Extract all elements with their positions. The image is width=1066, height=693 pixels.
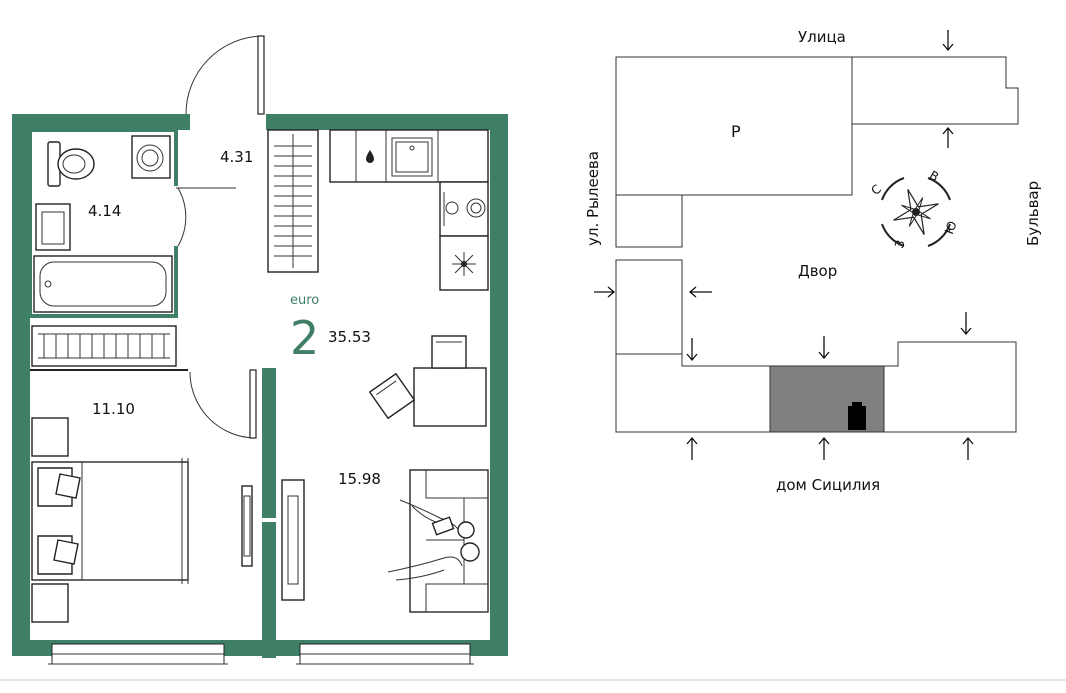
room-area-living: 15.98 (338, 470, 381, 488)
apartment-total-area: 35.53 (328, 328, 371, 346)
arrow-down-icon (942, 30, 954, 52)
sofa-icon (409, 469, 489, 613)
room-area-hall: 4.31 (220, 148, 253, 166)
apartment-type-label: euro (290, 293, 319, 308)
wall-left (12, 114, 30, 656)
arrow-down-icon (686, 338, 698, 362)
wardrobe-icon (267, 129, 319, 273)
window-bedroom (48, 643, 228, 665)
arrow-up-icon (818, 436, 830, 460)
tv-icon (281, 479, 305, 601)
parking-block (615, 56, 853, 196)
entrance-door (185, 35, 265, 115)
current-building-highlight (769, 365, 885, 433)
entry-arrows (594, 30, 974, 460)
sink-icon (35, 203, 71, 251)
window-living (296, 643, 474, 665)
compass-west: З (892, 238, 908, 250)
arrow-up-icon (942, 126, 954, 148)
courtyard-label: Двор (798, 262, 837, 280)
bathroom-door (176, 187, 236, 247)
street-left-label: ул. Рылеева (584, 151, 602, 246)
arrow-left-icon (688, 286, 712, 298)
arrow-down-icon (960, 312, 972, 336)
chair-icon (368, 372, 416, 420)
compass-south: Ю (942, 219, 960, 236)
arrow-up-icon (686, 436, 698, 460)
site-plan: P Улица Двор дом Сицилия ул. Рылеева Бул… (584, 28, 1042, 494)
compass-east: В (927, 168, 941, 184)
people-icon (387, 499, 480, 581)
fridge-snowflake-icon (452, 252, 476, 276)
bathtub-icon (33, 255, 173, 313)
compass-north: С (868, 182, 883, 198)
street-top-label: Улица (798, 28, 846, 46)
room-area-bedroom: 11.10 (92, 400, 135, 418)
washer-icon (131, 135, 171, 179)
tv-icon (241, 485, 253, 567)
arrow-up-icon (962, 436, 974, 460)
sink-icon (391, 137, 433, 177)
wall-right (490, 114, 508, 656)
floor-plan: 4.31 4.14 11.10 15.98 euro 2 35.53 (0, 35, 1066, 681)
street-right-label: Бульвар (1024, 181, 1042, 246)
wall-partition (262, 368, 276, 658)
parking-block-lower (615, 194, 683, 248)
radiator-icon (31, 325, 177, 367)
arrow-down-icon (818, 336, 830, 360)
stove-icon (443, 192, 486, 226)
entrance-marker-icon (848, 402, 866, 430)
building-top-right (851, 56, 1019, 125)
wall-partition-gap (262, 518, 276, 522)
bed-icon (31, 458, 189, 584)
room-area-bathroom: 4.14 (88, 202, 121, 220)
parking-label: P (731, 122, 741, 141)
toilet-icon (47, 141, 95, 187)
building-bottom-label: дом Сицилия (776, 476, 880, 494)
chair-icon (431, 335, 467, 369)
building-bottom (615, 259, 1017, 433)
compass-icon: С В Ю З (868, 168, 959, 250)
wall-top-right (266, 114, 508, 130)
table-icon (413, 367, 487, 427)
apartment-rooms-count: 2 (290, 311, 319, 365)
bedroom-door (189, 369, 257, 439)
water-drop-icon (366, 150, 374, 163)
wall-top-left (12, 114, 190, 130)
nightstand-icon (31, 417, 69, 623)
arrow-right-icon (594, 286, 616, 298)
